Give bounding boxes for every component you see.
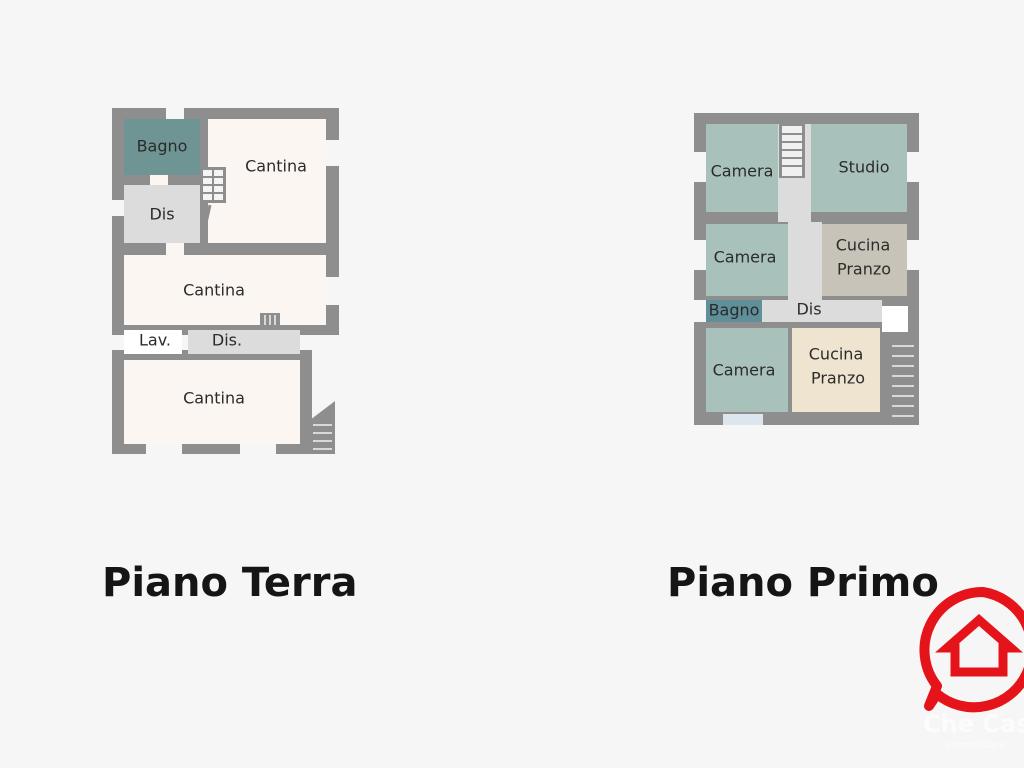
window-gap	[694, 240, 706, 270]
house-icon	[919, 586, 1024, 713]
room-camera-top	[706, 124, 778, 212]
room-label-camera-bottom: Camera	[713, 361, 776, 380]
room-cantina-mid	[124, 255, 326, 325]
stairs-icon	[310, 401, 335, 454]
room-label-cantina-mid: Cantina	[183, 281, 245, 300]
room-dis-2	[188, 330, 300, 354]
window-gap	[694, 152, 706, 182]
room-lav	[124, 330, 182, 354]
window-gap	[907, 240, 919, 270]
room-label-lav: Lav.	[139, 331, 171, 350]
room-label-cucina-bottom-line1: Cucina	[809, 345, 864, 364]
room-label-dis: Dis	[796, 300, 821, 319]
floor-title-piano-primo: Piano Primo	[667, 560, 939, 606]
room-cantina-bottom	[124, 360, 300, 444]
room-label-cantina-top: Cantina	[245, 157, 307, 176]
door-gap	[150, 175, 168, 185]
room-label-camera-top: Camera	[711, 162, 774, 181]
logo-name: Che Cas	[923, 710, 1024, 738]
room-label-dis: Dis	[149, 205, 174, 224]
room-terrace	[882, 306, 908, 332]
room-label-cucina-top-line2: Pranzo	[837, 260, 891, 279]
room-label-cantina-bottom: Cantina	[183, 389, 245, 408]
window-gap	[326, 140, 339, 166]
door-gap	[166, 108, 184, 119]
room-studio	[811, 124, 907, 212]
room-cucina-pranzo-top	[822, 224, 907, 296]
room-label-cucina-top-line1: Cucina	[836, 236, 891, 255]
room-bagno	[124, 119, 200, 175]
window-gap	[146, 444, 182, 454]
window-gap	[694, 300, 706, 322]
room-cucina-pranzo-bottom	[792, 328, 880, 412]
door-gap	[166, 243, 184, 255]
stairs-icon	[200, 167, 226, 224]
room-hall-mid	[788, 222, 822, 302]
room-dis	[124, 185, 200, 243]
window-gap	[907, 152, 919, 182]
window-gap	[723, 414, 763, 425]
room-dis	[762, 300, 882, 322]
room-camera-bottom	[706, 328, 788, 412]
room-label-bagno: Bagno	[137, 137, 188, 156]
floor-plan-piano-terra: Bagno Cantina Dis Cantina Lav. Dis. Cant…	[112, 108, 339, 454]
room-cantina-top	[208, 119, 326, 243]
logo-subtitle: immobiliare	[946, 740, 1006, 751]
logo	[919, 586, 1024, 713]
room-label-bagno: Bagno	[709, 301, 760, 320]
room-label-camera-mid: Camera	[714, 248, 777, 267]
room-bagno	[706, 300, 762, 322]
stairs-icon	[889, 336, 917, 424]
stairs-icon	[260, 313, 280, 327]
room-label-cucina-bottom-line2: Pranzo	[811, 369, 865, 388]
room-label-studio: Studio	[839, 158, 890, 177]
room-label-dis-2: Dis.	[212, 331, 242, 350]
window-gap	[326, 277, 339, 305]
stairs-icon	[779, 124, 805, 178]
floor-title-piano-terra: Piano Terra	[102, 560, 358, 606]
door-gap	[112, 200, 124, 216]
window-gap	[240, 444, 276, 454]
room-camera-mid	[706, 224, 788, 296]
floor-plan-piano-primo: Camera Studio Camera Cucina Pranzo Bagno…	[694, 113, 919, 425]
